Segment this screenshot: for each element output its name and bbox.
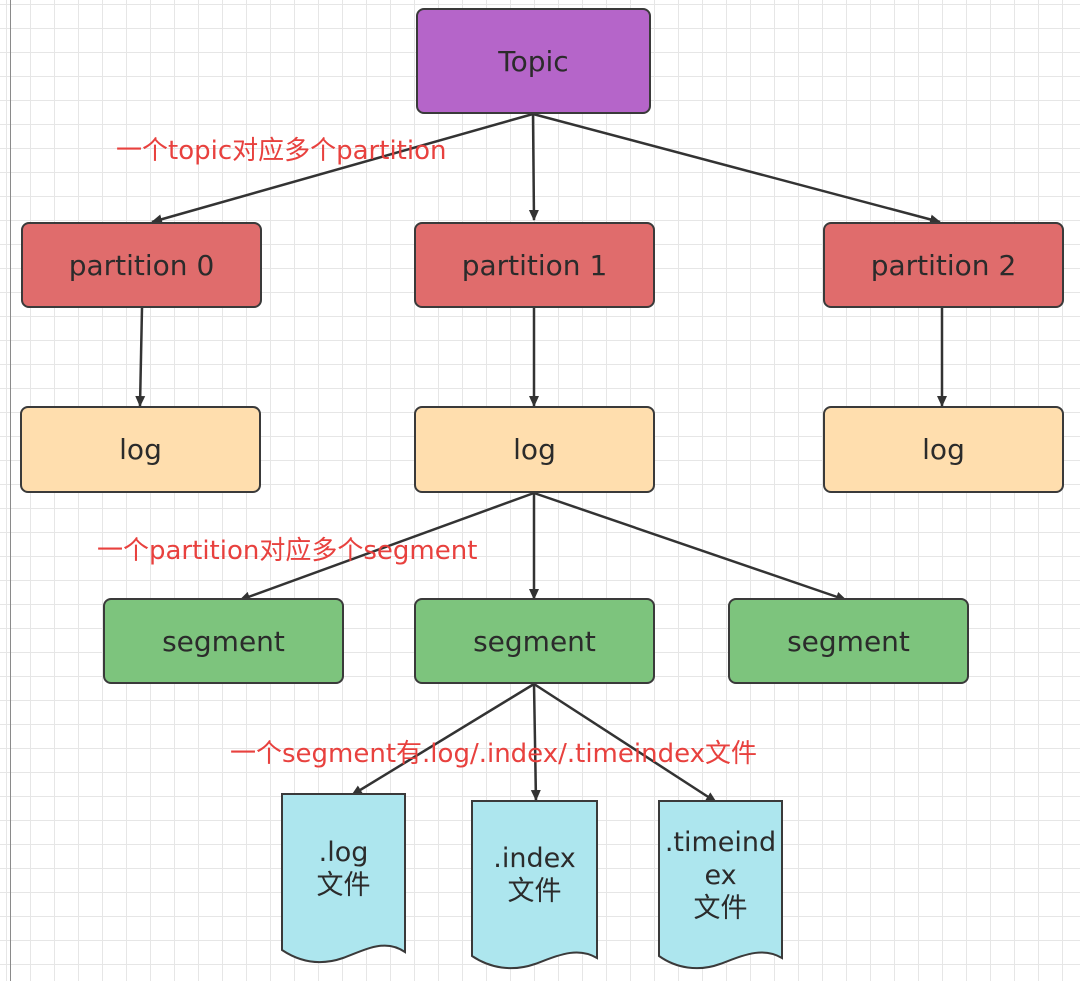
partition-2-label: partition 2 bbox=[870, 248, 1017, 282]
log-2-node: log bbox=[823, 406, 1064, 493]
annotation-segment-files: 一个segment有.log/.index/.timeindex文件 bbox=[230, 739, 757, 769]
annotation-topic-partition: 一个topic对应多个partition bbox=[116, 136, 447, 166]
edge-log1-segment2 bbox=[533, 491, 847, 602]
index-file-label: .index 文件 bbox=[472, 842, 597, 908]
partition-0-node: partition 0 bbox=[21, 222, 262, 308]
partition-1-node: partition 1 bbox=[414, 222, 655, 308]
index-file-name: .index bbox=[493, 843, 576, 874]
edge-topic-partition2 bbox=[532, 112, 941, 225]
partition-1-label: partition 1 bbox=[461, 248, 608, 282]
edge-partition0-log0 bbox=[135, 307, 146, 407]
log-0-node: log bbox=[20, 406, 261, 493]
timeindex-file-suffix: 文件 bbox=[693, 893, 748, 924]
frame-border-left bbox=[10, 0, 11, 981]
segment-0-node: segment bbox=[103, 598, 344, 684]
timeindex-file-name-part1: .timeind bbox=[664, 827, 777, 858]
log-1-label: log bbox=[513, 433, 556, 466]
segment-1-label: segment bbox=[473, 624, 596, 658]
annotation-partition-segment: 一个partition对应多个segment bbox=[97, 536, 478, 566]
timeindex-file-name-part2: ex bbox=[704, 860, 737, 891]
index-file-suffix: 文件 bbox=[507, 876, 562, 907]
log-file-name: .log bbox=[318, 837, 369, 868]
segment-2-label: segment bbox=[787, 624, 910, 658]
segment-2-node: segment bbox=[728, 598, 969, 684]
partition-2-node: partition 2 bbox=[823, 222, 1064, 308]
timeindex-file-label: .timeind ex 文件 bbox=[655, 826, 786, 925]
topic-node: Topic bbox=[416, 8, 651, 114]
log-2-label: log bbox=[922, 433, 965, 466]
edge-topic-partition1 bbox=[528, 113, 539, 221]
topic-label: Topic bbox=[498, 44, 569, 78]
log-0-label: log bbox=[119, 433, 162, 466]
segment-0-label: segment bbox=[162, 624, 285, 658]
segment-1-node: segment bbox=[414, 598, 655, 684]
log-file-suffix: 文件 bbox=[316, 870, 371, 901]
log-1-node: log bbox=[414, 406, 655, 493]
partition-0-label: partition 0 bbox=[68, 248, 215, 282]
log-file-label: .log 文件 bbox=[282, 836, 405, 902]
